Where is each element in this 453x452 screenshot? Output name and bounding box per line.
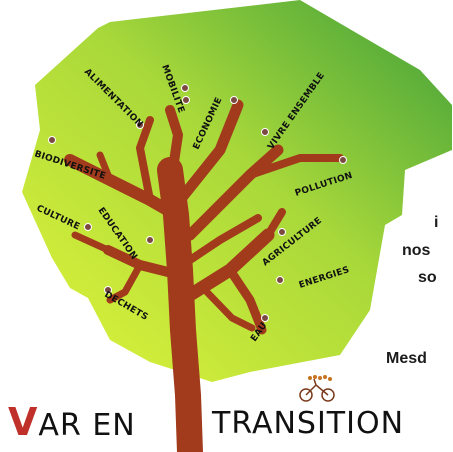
side-text-line-4: Mesd bbox=[386, 350, 427, 367]
brand-text-part1: AR EN bbox=[38, 408, 136, 443]
brand-initial: V bbox=[8, 400, 39, 444]
brand-wordmark-right: TRANSITION bbox=[212, 406, 404, 441]
bicycle-riders-logo bbox=[299, 375, 335, 402]
tree-trunk-and-branches bbox=[64, 99, 344, 452]
branch-node-dots bbox=[48, 84, 347, 322]
brand-wordmark-left: VAR EN bbox=[8, 400, 136, 444]
side-text-line-1: i bbox=[434, 214, 439, 231]
side-text-line-2: nos bbox=[402, 242, 431, 259]
brand-text-part2: TRANSITION bbox=[212, 406, 405, 441]
side-text-line-3: so bbox=[418, 269, 437, 286]
